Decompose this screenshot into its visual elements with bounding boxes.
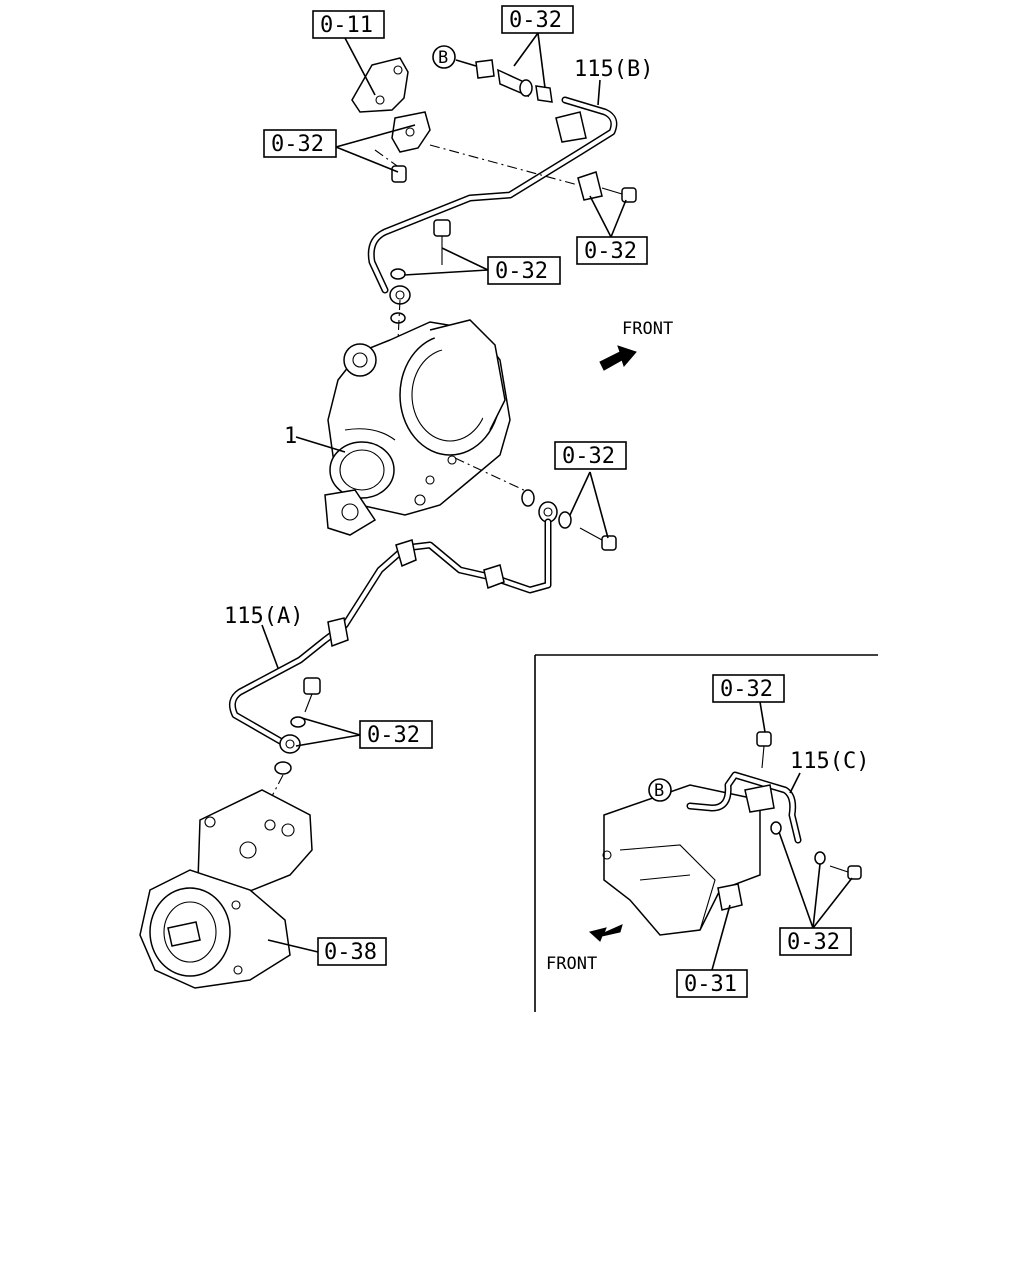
ref-box-0-32-compressor[interactable]: 0-32 (359, 720, 433, 749)
ref-label-0-32-compressor: 0-32 (367, 723, 420, 748)
ref-box-0-32-turbo[interactable]: 0-32 (554, 441, 627, 470)
label-115-b: 115(B) (574, 57, 653, 82)
label-item-1: 1 (284, 424, 297, 449)
leader-115-b (597, 79, 601, 106)
ref-label-0-32-turbo: 0-32 (562, 444, 615, 469)
leader-0-38 (267, 939, 319, 953)
inset-engine-block (602, 784, 761, 936)
marker-b-inset: B (654, 781, 664, 801)
fittings-turbo-right (454, 457, 617, 551)
clamp-right (429, 144, 637, 203)
ref-label-0-32-clamp: 0-32 (584, 239, 637, 264)
ref-box-0-32-clamp[interactable]: 0-32 (576, 236, 648, 265)
front-label-top: FRONT (622, 319, 673, 339)
label-115-c: 115(C) (790, 749, 869, 774)
ref-label-0-11: 0-11 (320, 13, 373, 38)
pipe-115-c: B (648, 771, 862, 880)
label-115-a: 115(A) (224, 604, 303, 629)
ref-label-0-32-top: 0-32 (509, 8, 562, 33)
ref-box-0-32-top[interactable]: 0-32 (501, 5, 574, 34)
ref-box-0-32-bracket[interactable]: 0-32 (263, 129, 337, 158)
bolt-bracket (374, 149, 407, 183)
pipe-115-b (367, 96, 618, 305)
leaders-0-32 (295, 32, 853, 971)
inset-bolt (756, 731, 772, 769)
leader-0-11 (344, 37, 376, 96)
front-arrow-top (599, 345, 637, 371)
air-compressor (139, 789, 313, 989)
front-arrow-inset (588, 924, 623, 942)
leader-115-a (261, 624, 279, 669)
ref-box-0-32-inset-bottom[interactable]: 0-32 (779, 927, 852, 956)
leader-item-1 (295, 436, 346, 453)
banjo-bolt-top (390, 219, 451, 341)
ref-box-0-32-inset-top[interactable]: 0-32 (712, 674, 785, 703)
ref-label-0-32-inset-bottom: 0-32 (787, 930, 840, 955)
ref-label-0-32-banjo: 0-32 (495, 259, 548, 284)
ref-label-0-38: 0-38 (324, 940, 377, 965)
banjo-bolt-compressor (269, 677, 321, 801)
ref-box-0-32-banjo[interactable]: 0-32 (487, 256, 561, 285)
ref-box-0-11[interactable]: 0-11 (312, 10, 385, 39)
inset-panel (534, 654, 878, 1012)
marker-b-top: B (438, 48, 448, 68)
ref-box-0-38[interactable]: 0-38 (317, 937, 387, 966)
leader-115-c (789, 772, 801, 794)
ref-label-0-32-bracket: 0-32 (271, 132, 324, 157)
ref-box-0-31[interactable]: 0-31 (676, 969, 748, 998)
turbocharger (324, 319, 511, 536)
ref-label-0-32-inset-top: 0-32 (720, 677, 773, 702)
pipe-115-a (228, 501, 558, 754)
bracket-0-11 (351, 57, 431, 153)
front-label-inset: FRONT (546, 954, 597, 974)
hose-fitting-b: B (432, 45, 553, 103)
ref-label-0-31: 0-31 (684, 972, 737, 997)
